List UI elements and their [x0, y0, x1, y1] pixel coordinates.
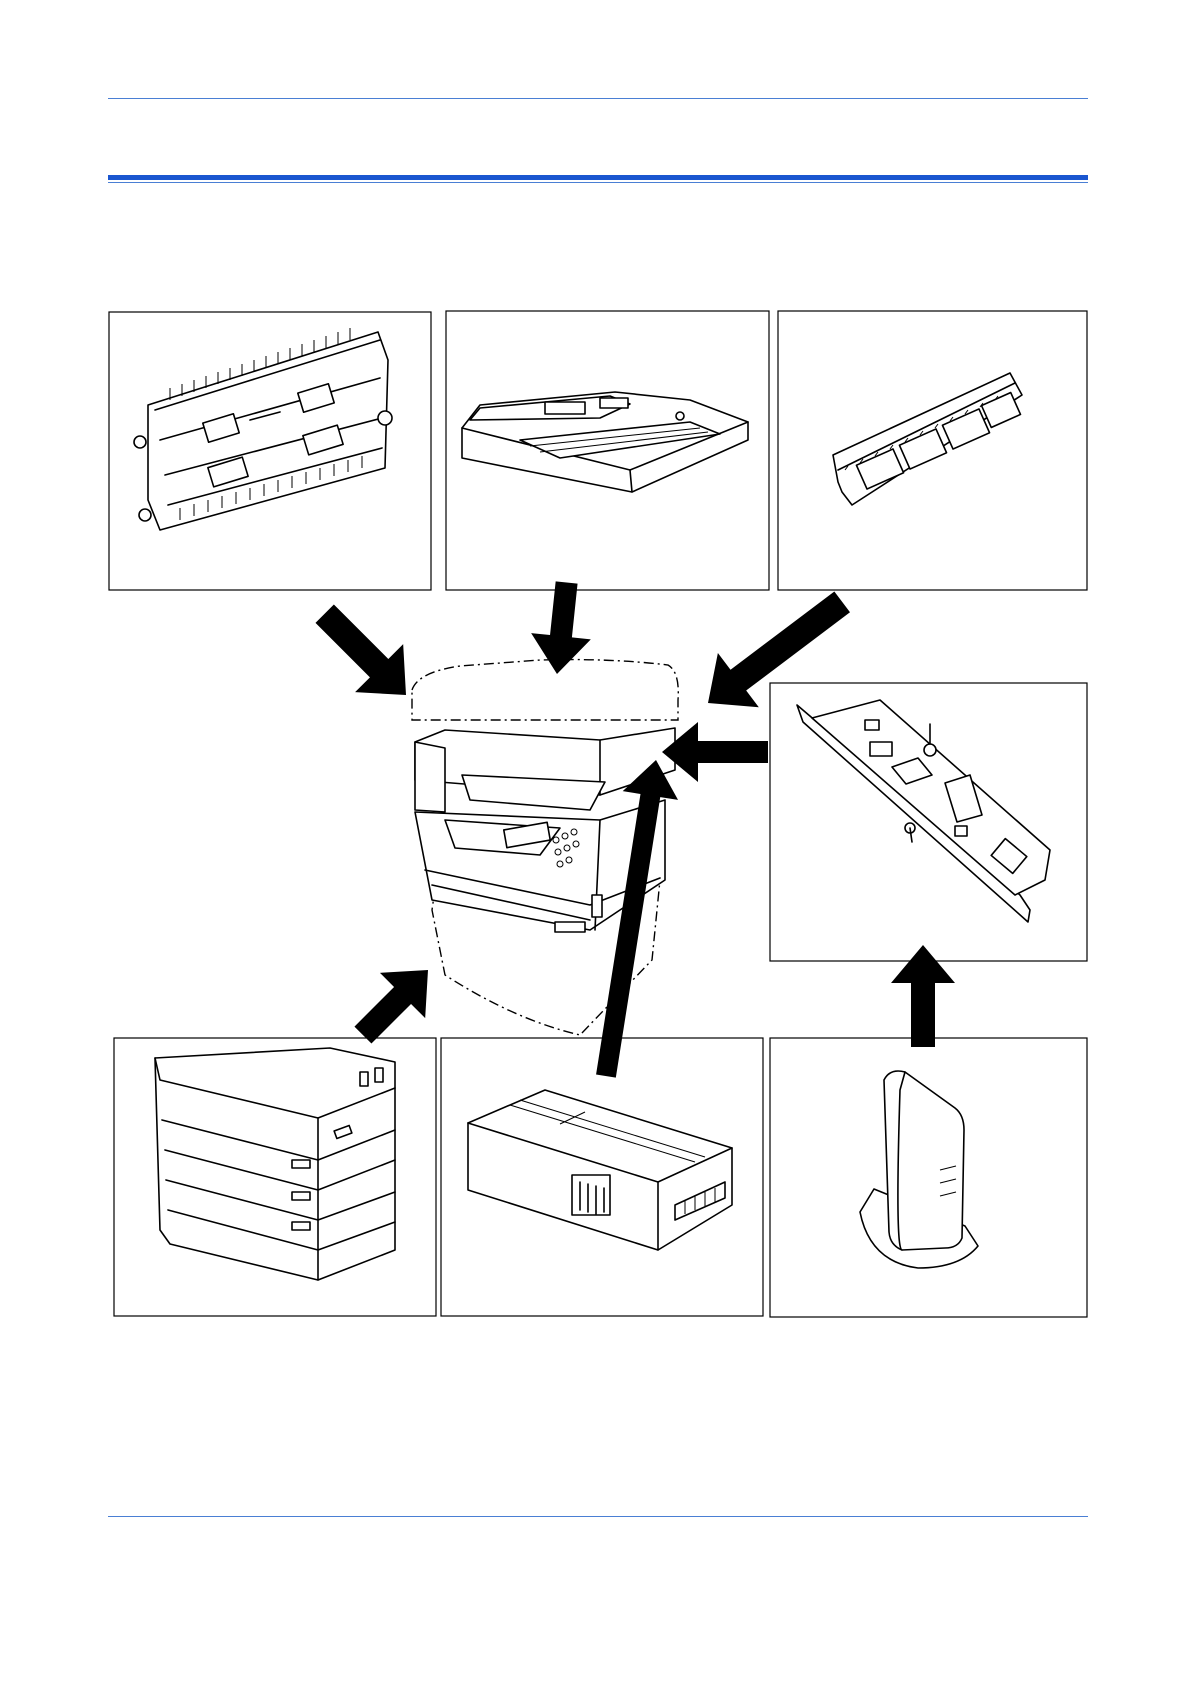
panel-paper-feeder	[114, 1038, 436, 1316]
document-processor-outline	[412, 660, 678, 720]
arrow-network-card-to-main	[662, 722, 768, 782]
footer-rule	[108, 1516, 1088, 1517]
panel-document-processor	[446, 311, 769, 590]
panel-duplex-unit	[109, 312, 431, 590]
panel-hard-disk	[441, 1038, 763, 1316]
panel-wireless-adapter	[770, 1038, 1087, 1317]
paper-feeder-icon	[155, 1048, 395, 1280]
arrow-document-processor-to-main	[527, 579, 596, 677]
arrow-duplex-to-main	[301, 590, 430, 719]
panel-network-card	[770, 683, 1087, 961]
panel-memory-module	[778, 311, 1087, 590]
